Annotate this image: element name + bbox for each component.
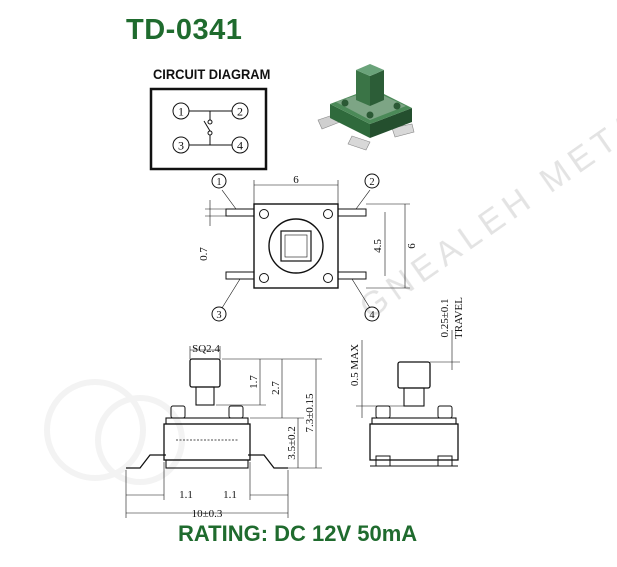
top-dim-height-label: 6	[406, 243, 418, 249]
top-leader-3	[221, 278, 241, 309]
switch-plunger-right	[370, 70, 384, 106]
top-leader-1	[221, 189, 237, 210]
front-view	[125, 346, 322, 518]
front-base	[165, 459, 249, 469]
switch-base-side-right	[370, 108, 412, 138]
top-pin-4	[337, 271, 367, 280]
top-hole-3	[259, 273, 269, 283]
top-stem-square	[280, 230, 312, 262]
top-pin-label-4: 4	[369, 310, 375, 321]
top-hole-1	[259, 209, 269, 219]
top-stem-inner	[284, 234, 308, 258]
side-cover	[371, 417, 457, 425]
front-dim-sq-label: SQ2.4	[192, 343, 220, 355]
switch-leg-front	[347, 135, 371, 151]
circuit-box	[149, 87, 268, 171]
side-bump-left	[375, 405, 391, 419]
side-stem	[403, 387, 425, 407]
front-leg-right	[248, 454, 288, 469]
top-pin-label-circle-3	[211, 306, 227, 322]
circuit-contact-upper	[207, 119, 213, 125]
side-knob	[397, 361, 431, 389]
top-pin-label-circle-1	[211, 173, 227, 189]
top-hole-2	[323, 209, 333, 219]
circuit-pin-label-1: 1	[178, 105, 184, 119]
top-pin-label-circle-4	[364, 306, 380, 322]
top-hole-4	[323, 273, 333, 283]
top-pin-label-3: 3	[216, 310, 221, 321]
top-view-labels: 1 2 3 4 6 6 4.5 0.7	[198, 174, 418, 321]
switch-plunger-top	[356, 64, 384, 76]
switch-bump-4	[366, 111, 374, 119]
front-dim-stem-label: 2.7	[270, 381, 282, 395]
front-dim-knob-label: 1.7	[248, 375, 260, 389]
side-bump-right	[437, 405, 453, 419]
watermark-logo-ring-2	[95, 395, 185, 485]
top-pin-3	[225, 271, 255, 280]
front-dim-right-label: 1.1	[223, 489, 237, 501]
top-leader-2	[355, 189, 371, 210]
circuit-contact-lower	[207, 130, 213, 136]
top-pin-2	[337, 208, 367, 217]
top-pin-1	[225, 208, 255, 217]
side-dim-max-label: 0.5 MAX	[349, 344, 361, 386]
switch-base-side-left	[330, 104, 370, 138]
front-bump-right	[228, 405, 244, 419]
switch-bump-3	[393, 102, 401, 110]
front-dim-total-label: 7.3±0.15	[304, 393, 316, 433]
side-leg-left	[375, 455, 391, 467]
circuit-diagram	[149, 87, 268, 171]
side-dim-travel-label: 0.25±0.1	[439, 298, 451, 337]
top-body	[253, 203, 339, 289]
top-pin-label-1: 1	[216, 177, 221, 188]
side-leg-right	[437, 455, 453, 467]
front-dim-width-label: 10±0.3	[192, 508, 223, 520]
side-travel-label: TRAVEL	[453, 297, 465, 339]
circuit-diagram-title: CIRCUIT DIAGRAM	[153, 66, 271, 82]
top-dim-width-label: 6	[293, 174, 299, 186]
watermark: GNEALEH METAL	[44, 88, 617, 485]
circuit-switch-lever	[203, 120, 211, 132]
circuit-pin-label-4: 4	[237, 139, 243, 153]
switch-plunger-left	[356, 70, 370, 106]
circuit-pin-label-2: 2	[237, 105, 243, 119]
front-leg-left	[126, 454, 166, 469]
front-stem	[195, 386, 215, 406]
top-leader-4	[351, 278, 371, 309]
top-pin-label-circle-2	[364, 173, 380, 189]
product-title: TD-0341	[126, 14, 243, 46]
front-dim-left-label: 1.1	[179, 489, 193, 501]
side-view	[356, 330, 460, 467]
front-dim-body-label: 3.5±0.2	[286, 426, 298, 460]
switch-bump-1	[341, 99, 349, 107]
rating-label: RATING: DC 12V 50mA	[178, 521, 418, 546]
switch-3d-image	[317, 64, 415, 151]
top-actuator-circle	[268, 218, 324, 274]
front-knob	[189, 358, 221, 388]
top-dim-pin-label: 0.7	[198, 247, 210, 261]
circuit-pin-labels: 1 2 3 4	[178, 105, 243, 153]
top-dim-pitch-label: 4.5	[372, 239, 384, 253]
front-view-labels: SQ2.4 1.7 2.7 3.5±0.2 7.3±0.15 1.1 1.1 1…	[179, 343, 316, 520]
circuit-pin-label-3: 3	[178, 139, 184, 153]
side-body	[369, 423, 459, 461]
side-view-labels: 0.5 MAX 0.25±0.1 TRAVEL	[349, 297, 465, 386]
watermark-logo-ring	[44, 379, 146, 481]
top-pin-label-2: 2	[369, 177, 374, 188]
top-view	[205, 173, 410, 322]
